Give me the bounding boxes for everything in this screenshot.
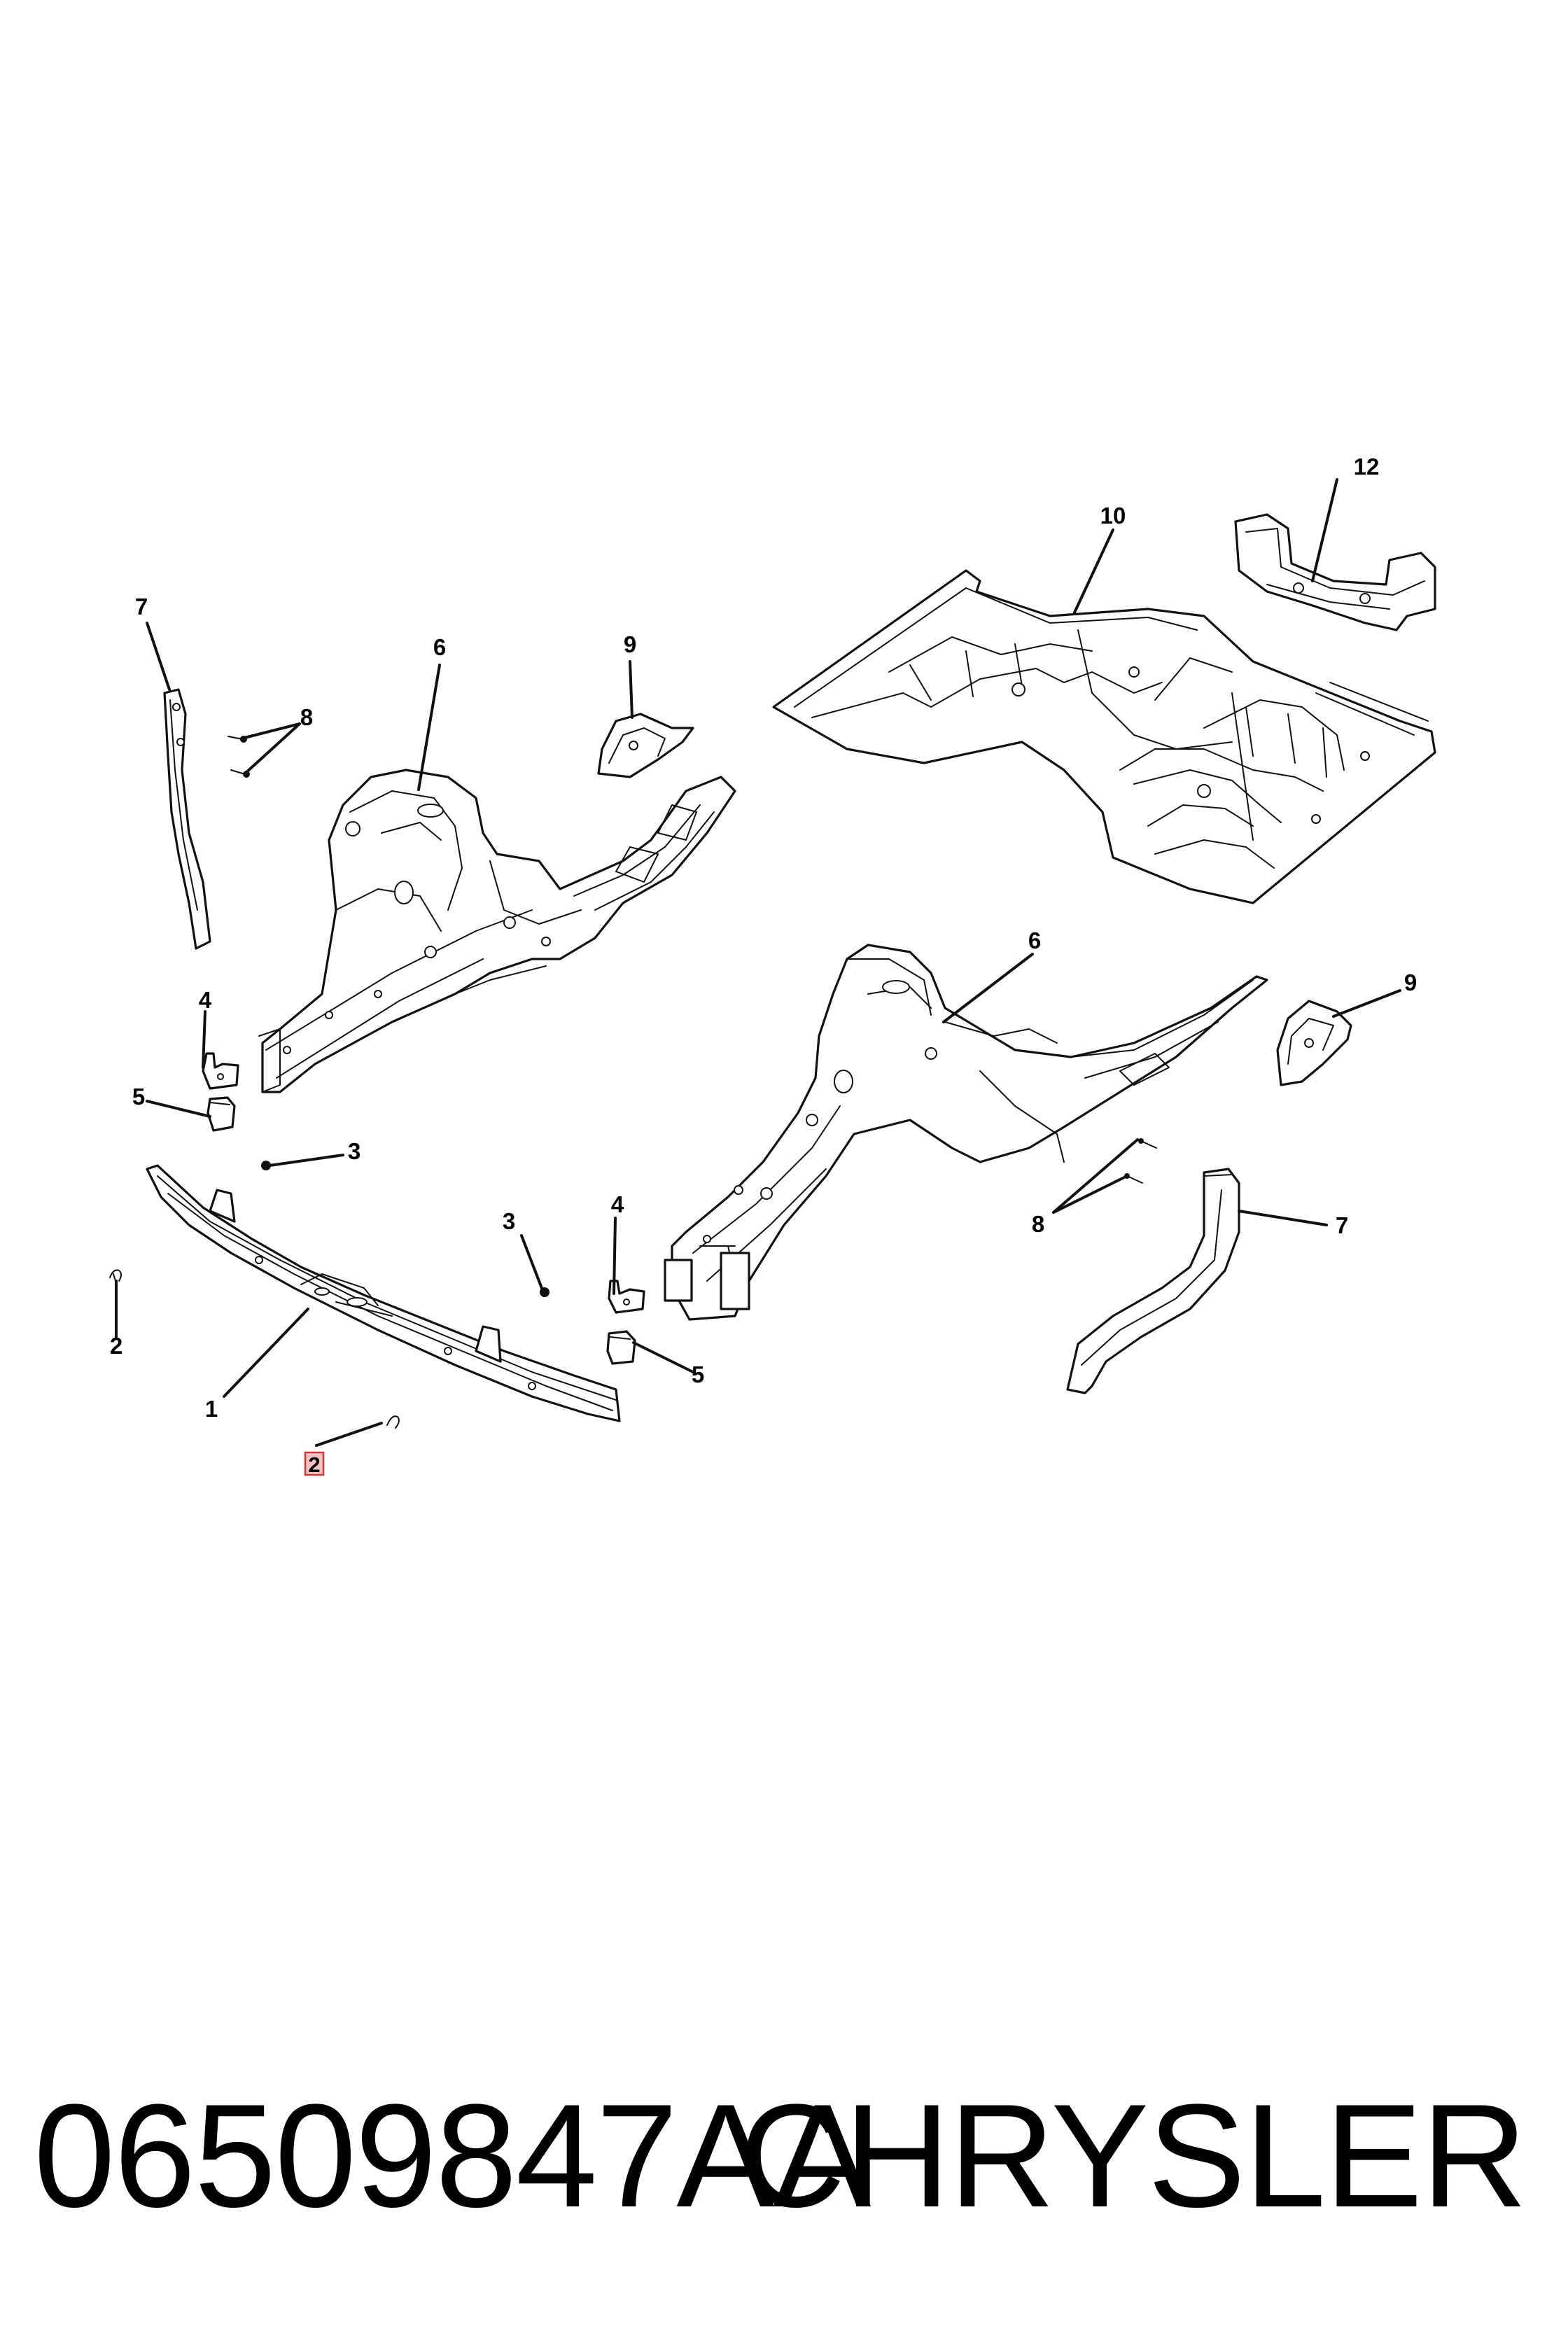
bolts-8-right (1124, 1138, 1157, 1184)
pin-2-right (386, 1415, 400, 1429)
callout-9-left: 9 (624, 631, 636, 657)
right-shock-tower-brace (1276, 1000, 1352, 1086)
front-bumper-beam (146, 1164, 621, 1422)
callout-12: 12 (1354, 454, 1380, 479)
rear-crossmember (1234, 513, 1436, 631)
pin-2-left (109, 1269, 122, 1282)
callout-1: 1 (205, 1396, 218, 1422)
left-front-rail-assembly (258, 769, 736, 1093)
callout-2-highlighted: 2 (308, 1452, 320, 1477)
left-rail-extension (163, 688, 211, 950)
callout-7-right: 7 (1336, 1212, 1348, 1238)
callout-4-left: 4 (199, 987, 212, 1013)
callout-7-left: 7 (135, 594, 148, 620)
right-rail-extension (1066, 1168, 1240, 1394)
callout-6-right: 6 (1028, 927, 1041, 953)
callout-9-right: 9 (1404, 969, 1417, 995)
callout-5-right: 5 (692, 1362, 704, 1387)
left-shock-tower-brace (597, 713, 694, 778)
part-number: 06509847AA (34, 2073, 871, 2238)
callout-8-right: 8 (1032, 1211, 1044, 1237)
callout-4-right: 4 (611, 1191, 624, 1217)
callout-2-left: 2 (110, 1333, 122, 1359)
callout-2-highlight-box (304, 1451, 325, 1476)
callout-3-right: 3 (503, 1208, 515, 1234)
leader-lines (115, 478, 1401, 1447)
callout-10: 10 (1100, 503, 1126, 528)
block-5-left (206, 1096, 236, 1132)
brand-name: CHRYSLER (739, 2073, 1527, 2238)
callout-labels: 12 10 7 8 6 9 4 5 3 3 4 2 5 1 2 6 9 8 7 (110, 454, 1417, 1477)
callout-6-left: 6 (433, 634, 446, 660)
callout-5-left: 5 (132, 1084, 145, 1110)
right-front-rail-assembly (664, 944, 1268, 1321)
bracket-4-left (202, 1052, 239, 1090)
callout-3-left: 3 (348, 1138, 360, 1164)
callout-8-left: 8 (300, 704, 313, 730)
nut-3-left (261, 1161, 271, 1170)
block-5-right (606, 1330, 636, 1365)
rear-floor-pan (772, 569, 1436, 904)
